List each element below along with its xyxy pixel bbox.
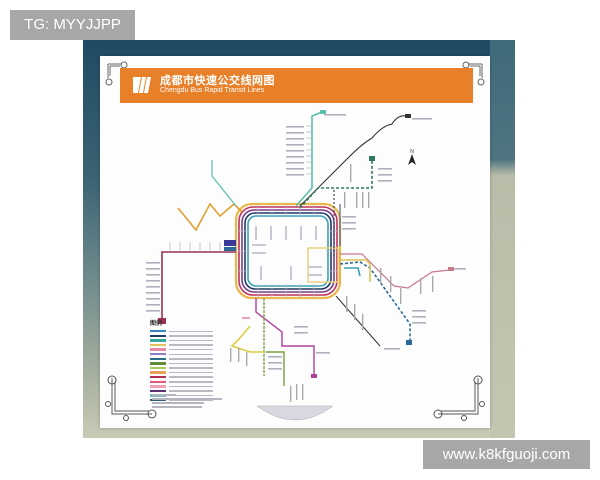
compass-north-icon: N [408, 149, 416, 165]
legend-item [150, 329, 230, 334]
background-photo-right-edge [490, 40, 515, 438]
legend-item [150, 338, 230, 343]
legend-item [150, 398, 230, 403]
ornament-bottom-left-icon [105, 375, 157, 421]
title-banner: 成都市快速公交线网图 Chengdu Bus Rapid Transit Lin… [120, 68, 473, 103]
ornament-bottom-center-icon [256, 405, 334, 421]
legend-item [150, 334, 230, 339]
map-legend: 图例 [150, 318, 230, 403]
legend-item [150, 389, 230, 394]
watermark-telegram-badge: TG: MYYJJPP [10, 10, 135, 40]
svg-text:N: N [410, 149, 414, 155]
title-english: Chengdu Bus Rapid Transit Lines [160, 87, 265, 94]
legend-item [150, 361, 230, 366]
transit-network-map [146, 110, 466, 402]
map-notes [152, 394, 222, 410]
legend-item [150, 384, 230, 389]
legend-item [150, 380, 230, 385]
legend-item [150, 343, 230, 348]
legend-item [150, 366, 230, 371]
legend-title: 图例 [150, 321, 163, 327]
legend-item [150, 352, 230, 357]
legend-item [150, 347, 230, 352]
title-chinese: 成都市快速公交线网图 [160, 75, 275, 87]
legend-item [150, 393, 230, 398]
ornament-bottom-right-icon [433, 375, 485, 421]
bus-map-poster: 成都市快速公交线网图 Chengdu Bus Rapid Transit Lin… [100, 56, 490, 428]
legend-item [150, 370, 230, 375]
brt-logo-icon [133, 77, 151, 93]
legend-item [150, 357, 230, 362]
legend-item [150, 375, 230, 380]
watermark-url-badge: www.k8kfguoji.com [423, 440, 590, 469]
ornament-top-right-icon [462, 61, 485, 86]
